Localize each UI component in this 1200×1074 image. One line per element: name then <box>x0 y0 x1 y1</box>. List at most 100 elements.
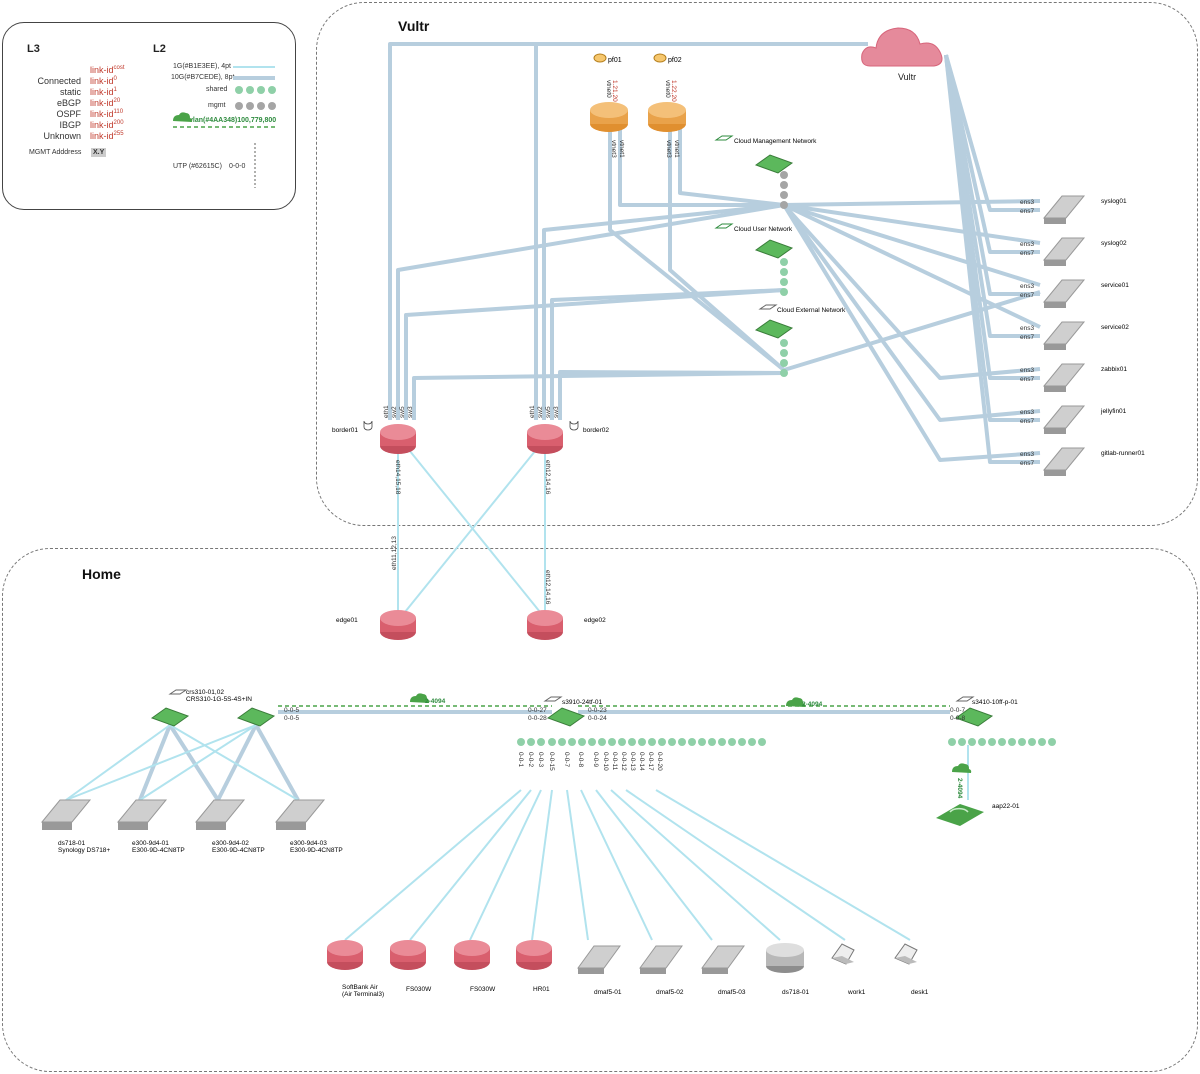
svg-text:SoftBank Air: SoftBank Air <box>342 984 379 991</box>
svg-text:0-0-8: 0-0-8 <box>577 752 584 768</box>
svg-text:ens3: ens3 <box>1020 199 1034 206</box>
pf-port-labels: vtnet0 vtnet0 vtnet3 vtnet1 vtnet3 vtnet… <box>605 80 680 158</box>
vultr-cloud-label: Vultr <box>898 72 916 82</box>
svg-text:ens3: ens3 <box>1020 283 1034 290</box>
laptop-icon <box>894 943 918 965</box>
router-icon <box>327 940 363 970</box>
crs-port: 0-0-5 <box>284 715 300 722</box>
edge01-router-icon <box>380 610 416 640</box>
svg-text:FS030W: FS030W <box>470 986 496 993</box>
crs310-model: CRS310-1G-5S-4S+IN <box>186 696 252 703</box>
svg-text:(Air Terminal3): (Air Terminal3) <box>342 991 384 998</box>
legend-l3-row-name: Unknown <box>43 131 81 141</box>
crs310-switch-icon <box>150 689 276 727</box>
svg-text:vtnet3: vtnet3 <box>610 140 617 158</box>
svg-text:0-0-7: 0-0-7 <box>563 752 570 768</box>
storage-server-icon <box>194 799 246 830</box>
server-label: syslog02 <box>1101 240 1127 247</box>
svg-text:ds718-01: ds718-01 <box>58 840 85 847</box>
legend-l2-title: L2 <box>153 43 166 55</box>
svg-text:ens7: ens7 <box>1020 418 1034 425</box>
vlan-cloud-icon <box>410 693 430 703</box>
svg-text:vtnet1: vtnet1 <box>618 140 625 158</box>
vultr-server-column <box>1042 195 1086 476</box>
wan-links <box>397 444 546 613</box>
center-port: 0-0-23 <box>588 707 607 714</box>
svg-text:E300-9D-4CN8TP: E300-9D-4CN8TP <box>132 847 185 854</box>
server-name-labels: syslog01 syslog02 service01 service02 za… <box>1100 198 1145 457</box>
legend-l2-mgmt: mgmt <box>208 102 226 109</box>
svg-text:0-0-2: 0-0-2 <box>527 752 534 768</box>
legend-graphics <box>173 66 276 188</box>
svg-text:1.22,20: 1.22,20 <box>670 80 677 102</box>
laptop-icon <box>831 943 855 965</box>
svg-text:ens3: ens3 <box>1020 241 1034 248</box>
wan-label-border01-a: eth14,15,18 <box>394 460 401 495</box>
vlan-label-b: 2-4094 <box>802 701 823 708</box>
server-icon-service01 <box>1042 279 1086 308</box>
legend-l3-row-value: link-id110 <box>90 109 124 119</box>
home-access-links <box>65 724 969 941</box>
legend-mgmt-value: X.Y <box>91 148 107 157</box>
pf02-label: pf02 <box>668 57 682 64</box>
right-switch-label: s3410-10ff-p-01 <box>972 699 1018 706</box>
wan-label-edge02-a: eth12,14,16 <box>544 570 551 605</box>
home-region <box>2 548 1198 1072</box>
cloud-mgmt-label: Cloud Management Network <box>734 138 817 145</box>
svg-text:Synology DS718+: Synology DS718+ <box>58 847 110 854</box>
router-icon <box>390 940 426 970</box>
border-port-labels: eth1 sw2 sw5 sw3 eth1 sw2 sw5 sw3 <box>383 405 560 418</box>
svg-text:ens7: ens7 <box>1020 334 1034 341</box>
cloud-external-switch-icon <box>754 304 794 377</box>
vultr-region <box>316 2 1198 526</box>
aap22-access-point-icon <box>936 804 984 826</box>
svg-text:ds718-01: ds718-01 <box>782 989 809 996</box>
svg-text:ens3: ens3 <box>1020 367 1034 374</box>
server-icon-gitlab-runner01 <box>1042 447 1086 476</box>
cloud-user-label: Cloud User Network <box>734 226 793 233</box>
svg-text:sw2: sw2 <box>391 406 398 418</box>
wan-link-labels: eth14,15,18 eth12,14,16 eth11,12,13 eth1… <box>391 460 551 605</box>
legend-l3-row-value: link-id255 <box>90 131 124 141</box>
crs310-name: crs310-01,02 <box>186 689 224 696</box>
legend-utp-label: UTP (#62615C) <box>173 163 222 170</box>
cloud-user-switch-icon <box>714 223 794 296</box>
center-port: 0-0-24 <box>588 715 607 722</box>
svg-text:ens3: ens3 <box>1020 451 1034 458</box>
center-switch-icon <box>543 696 586 727</box>
border02-router-icon <box>527 420 579 454</box>
svg-text:ens7: ens7 <box>1020 292 1034 299</box>
svg-text:0-0-15: 0-0-15 <box>548 752 555 771</box>
legend-l2-1g: 1G(#B1E3EE), 4pt <box>173 63 231 70</box>
svg-text:desk1: desk1 <box>911 989 929 996</box>
right-shared-ports <box>948 738 1056 746</box>
svg-text:ens7: ens7 <box>1020 376 1034 383</box>
server-icon <box>577 945 621 974</box>
server-label: service02 <box>1101 324 1129 331</box>
right-switch-icon <box>954 696 994 727</box>
legend-mgmt-label: MGMT Adddress <box>29 149 82 156</box>
svg-text:eth1: eth1 <box>383 405 390 418</box>
svg-text:ens7: ens7 <box>1020 460 1034 467</box>
server-icon-syslog01 <box>1042 195 1086 224</box>
storage-server-icon <box>40 799 92 830</box>
svg-text:0-0-14: 0-0-14 <box>638 752 645 771</box>
pf02-firewall-icon <box>648 53 686 132</box>
svg-text:vtnet1: vtnet1 <box>673 140 680 158</box>
pf01-firewall-icon <box>590 53 628 132</box>
legend-l3-title: L3 <box>27 43 40 55</box>
server-port-labels: ens3 ens7 ens3 ens7 ens3 ens7 ens3 ens7 ens3… <box>1020 199 1034 467</box>
legend-l3-row-name: Connected <box>37 76 81 86</box>
bottom-device-labels: SoftBank Air(Air Terminal3) FS030W FS030… <box>342 984 929 998</box>
pf01-label: pf01 <box>608 57 622 64</box>
svg-text:e300-9d4-03: e300-9d4-03 <box>290 840 327 847</box>
svg-text:ens3: ens3 <box>1020 325 1034 332</box>
svg-text:e300-9d4-02: e300-9d4-02 <box>212 840 249 847</box>
home-storage-icons <box>40 799 326 830</box>
svg-text:0-0-9: 0-0-9 <box>592 752 599 768</box>
router-icon <box>516 940 552 970</box>
center-port: 0-0-27 <box>528 707 547 714</box>
wan-label-border02-a: eth12,14,16 <box>544 460 551 495</box>
svg-text:0-0-10: 0-0-10 <box>602 752 609 771</box>
svg-text:e300-9d4-01: e300-9d4-01 <box>132 840 169 847</box>
